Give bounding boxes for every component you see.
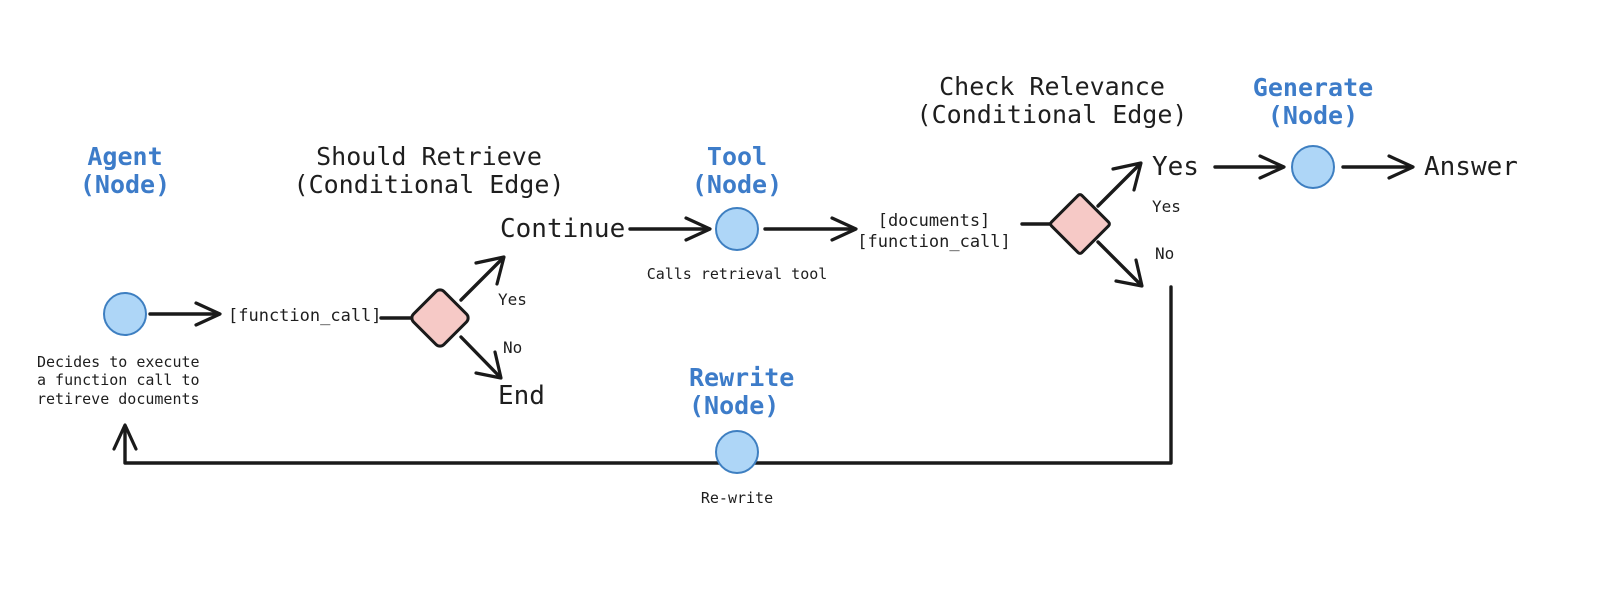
heading-tool-line2: (Node) bbox=[691, 170, 783, 199]
edge-decision1-no bbox=[459, 335, 502, 379]
edge-label-continue: Continue bbox=[500, 214, 626, 244]
heading-tool-line1: Tool bbox=[706, 142, 768, 171]
heading-generate-line1: Generate bbox=[1252, 73, 1374, 102]
heading-rewrite-line2: (Node) bbox=[689, 391, 780, 420]
heading-rewrite-line1: Rewrite bbox=[689, 363, 795, 392]
edge-return-loop bbox=[123, 285, 1173, 465]
heading-should-retrieve-line2: (Conditional Edge) bbox=[293, 170, 565, 199]
edge-label-answer: Answer bbox=[1424, 152, 1518, 182]
node-tool-circle[interactable] bbox=[715, 207, 759, 251]
heading-agent-line1: Agent bbox=[87, 142, 163, 171]
node-rewrite-circle[interactable] bbox=[715, 430, 759, 474]
heading-should-retrieve-line1: Should Retrieve bbox=[316, 142, 542, 171]
heading-check-relevance-line1: Check Relevance bbox=[939, 72, 1165, 101]
edge-decision2-no bbox=[1096, 240, 1143, 287]
caption-rewrite: Re-write bbox=[700, 489, 774, 507]
edge-label-documents-function-call: [documents] [function_call] bbox=[857, 211, 1011, 252]
edge-label-function-call: [function_call] bbox=[228, 306, 382, 326]
edge-label-no-should-retrieve: No bbox=[503, 338, 523, 357]
edge-label-yes-should-retrieve: Yes bbox=[498, 290, 527, 309]
edge-decision1-yes bbox=[459, 256, 505, 302]
heading-agent-line2: (Node) bbox=[79, 170, 171, 199]
caption-tool: Calls retrieval tool bbox=[646, 265, 828, 283]
edge-label-yes-check-relevance: Yes bbox=[1152, 197, 1181, 216]
heading-generate-line2: (Node) bbox=[1267, 101, 1359, 130]
edge-decision2-yes bbox=[1096, 162, 1142, 208]
edge-label-yes-to-generate: Yes bbox=[1152, 152, 1199, 182]
caption-agent: Decides to execute a function call to re… bbox=[37, 353, 200, 408]
heading-check-relevance-line2: (Conditional Edge) bbox=[916, 100, 1188, 129]
node-agent-circle[interactable] bbox=[103, 292, 147, 336]
edge-label-no-check-relevance: No bbox=[1155, 244, 1175, 263]
node-generate-circle[interactable] bbox=[1291, 145, 1335, 189]
edge-label-end: End bbox=[498, 381, 545, 411]
